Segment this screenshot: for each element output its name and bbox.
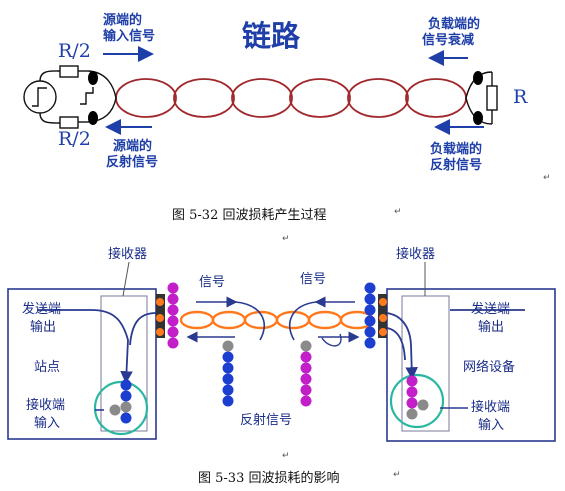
figure-32-caption: 图 5-32 回波损耗产生过程 xyxy=(172,208,327,223)
signal-left-label: 信号 xyxy=(199,275,226,290)
station-send-wire xyxy=(37,309,133,384)
dots-mid-left xyxy=(222,340,234,407)
src-connector-bottom xyxy=(88,111,98,125)
link-chain xyxy=(115,78,467,118)
send-right-label-2: 输出 xyxy=(478,320,505,335)
r-half-bottom-label: R/2 xyxy=(58,128,91,150)
load-reflect-label-1: 负载端的 xyxy=(430,142,483,157)
recv-right-label-1: 接收端 xyxy=(471,400,511,415)
twisted-cable xyxy=(179,310,375,330)
send-right-label-1: 发送端 xyxy=(471,302,511,317)
load-atten-label-1: 负载端的 xyxy=(428,17,481,32)
load-reflect-label-2: 反射信号 xyxy=(430,158,483,173)
left-connector xyxy=(156,294,165,338)
link-title: 链路 xyxy=(242,19,301,53)
device-send-wire xyxy=(386,312,418,380)
station-box xyxy=(7,288,157,440)
load-atten-label-2: 信号衰减 xyxy=(422,33,475,48)
left-receiver-leader xyxy=(122,261,130,297)
return-mark-icon: ↵ xyxy=(393,470,401,480)
dots-left-pair xyxy=(167,282,179,349)
return-mark-icon: ↵ xyxy=(543,173,551,183)
load-connector-top xyxy=(473,71,483,85)
r-half-top-label: R/2 xyxy=(58,40,91,62)
station-label: 站点 xyxy=(34,360,61,375)
station-wire-top xyxy=(129,312,157,346)
device-wire-2 xyxy=(386,327,406,361)
r-load-label: R xyxy=(513,86,528,108)
source-circuit xyxy=(23,65,117,129)
src-input-label-2: 输入信号 xyxy=(103,29,156,44)
dots-device-recv xyxy=(406,375,429,420)
receiver-right-label: 接收器 xyxy=(396,247,436,262)
recv-left-label-2: 输入 xyxy=(34,416,61,431)
send-left-label-2: 输出 xyxy=(30,320,57,335)
load-connector-bottom xyxy=(473,111,483,125)
dots-mid-right xyxy=(300,340,312,407)
send-left-label-1: 发送端 xyxy=(22,302,62,317)
src-reflect-label-1: 源端的 xyxy=(113,139,153,154)
return-mark-icon: ↵ xyxy=(394,207,402,217)
dots-station-recv xyxy=(109,379,132,424)
station-receiver-box xyxy=(100,295,148,432)
dots-right-pair xyxy=(364,282,376,349)
network-device-label: 网络设备 xyxy=(463,360,516,375)
receiver-left-label: 接收器 xyxy=(108,247,148,262)
reflect-hook-right xyxy=(289,301,317,341)
reflected-signal-label: 反射信号 xyxy=(240,413,293,428)
src-input-label-1: 源端的 xyxy=(103,13,143,28)
signal-right-label: 信号 xyxy=(300,272,327,287)
recv-right-label-2: 输入 xyxy=(478,418,505,433)
network-device-box xyxy=(386,288,556,442)
figure-33-caption: 图 5-33 回波损耗的影响 xyxy=(198,471,340,486)
src-connector-top xyxy=(88,71,98,85)
reflect-hook-left xyxy=(235,301,265,341)
right-connector xyxy=(378,294,387,338)
reflect-loop xyxy=(321,333,342,347)
return-mark-icon: ↵ xyxy=(282,234,290,244)
src-reflect-label-2: 反射信号 xyxy=(106,155,159,170)
recv-left-label-1: 接收端 xyxy=(26,398,66,413)
return-mark-icon: ↵ xyxy=(282,451,290,461)
